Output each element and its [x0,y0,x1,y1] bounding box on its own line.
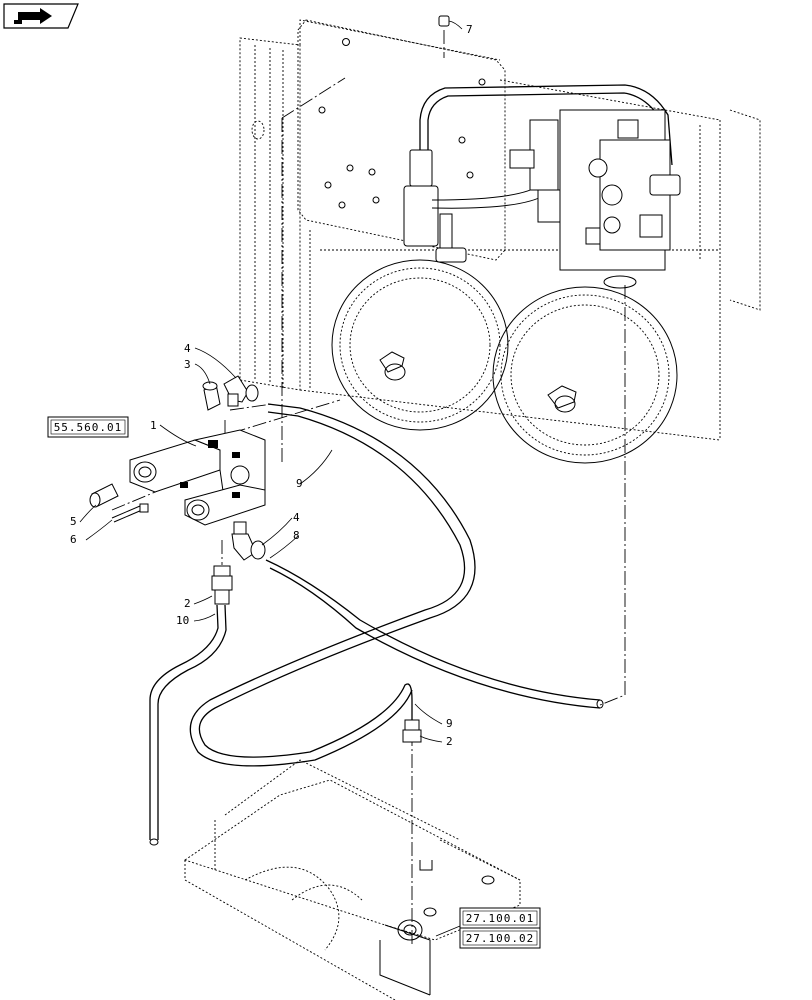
callout-item-9-upper: 9 [296,477,303,490]
reference-link-upper[interactable]: 27.100.01 [459,907,541,929]
upper-valve-assembly [403,84,681,289]
plug-item-3 [202,381,221,411]
callout-item-1: 1 [150,419,157,432]
fitting-item-2-left [211,565,233,605]
nav-button[interactable] [3,3,79,29]
callout-item-4-upper: 4 [184,342,191,355]
reference-label-lower: 27.100.02 [466,932,535,945]
reference-link-valve[interactable]: 55.560.01 [47,416,129,438]
callout-item-2-left: 2 [184,597,191,610]
callout-item-9-lower: 9 [446,717,453,730]
drum-right [492,286,678,464]
callout-item-4-lower: 4 [293,511,300,524]
elbow-item-4-upper [223,375,259,407]
reference-label-valve: 55.560.01 [54,421,123,434]
fitting-item-2-right [402,719,422,743]
cap-item-5 [89,483,119,508]
callout-item-3: 3 [184,358,191,371]
machine-frame [239,19,761,441]
tube-item-10 [149,604,227,846]
callout-labels: 7 4 3 1 5 6 4 8 2 10 9 9 2 [70,23,473,748]
forward-arrow-icon [14,8,52,24]
tube-item-9 [189,403,476,767]
mounting-plate [297,19,506,261]
callout-item-2-right: 2 [446,735,453,748]
callout-item-8: 8 [293,529,300,542]
elbow-item-4-lower [231,521,266,561]
reference-label-upper: 27.100.01 [466,912,535,925]
valve-block-item-1 [129,429,266,526]
bolt-item-7 [438,15,450,58]
lower-frame [183,759,521,1000]
bolt-item-6 [111,503,149,523]
callout-item-10: 10 [176,614,189,627]
tube-item-8 [265,559,604,709]
callout-item-7: 7 [466,23,473,36]
callout-item-6: 6 [70,533,77,546]
callout-item-5: 5 [70,515,77,528]
reference-link-lower[interactable]: 27.100.02 [459,927,541,949]
drum-left [331,259,509,431]
assembly-centerlines [111,77,626,945]
leader-lines [79,20,463,937]
